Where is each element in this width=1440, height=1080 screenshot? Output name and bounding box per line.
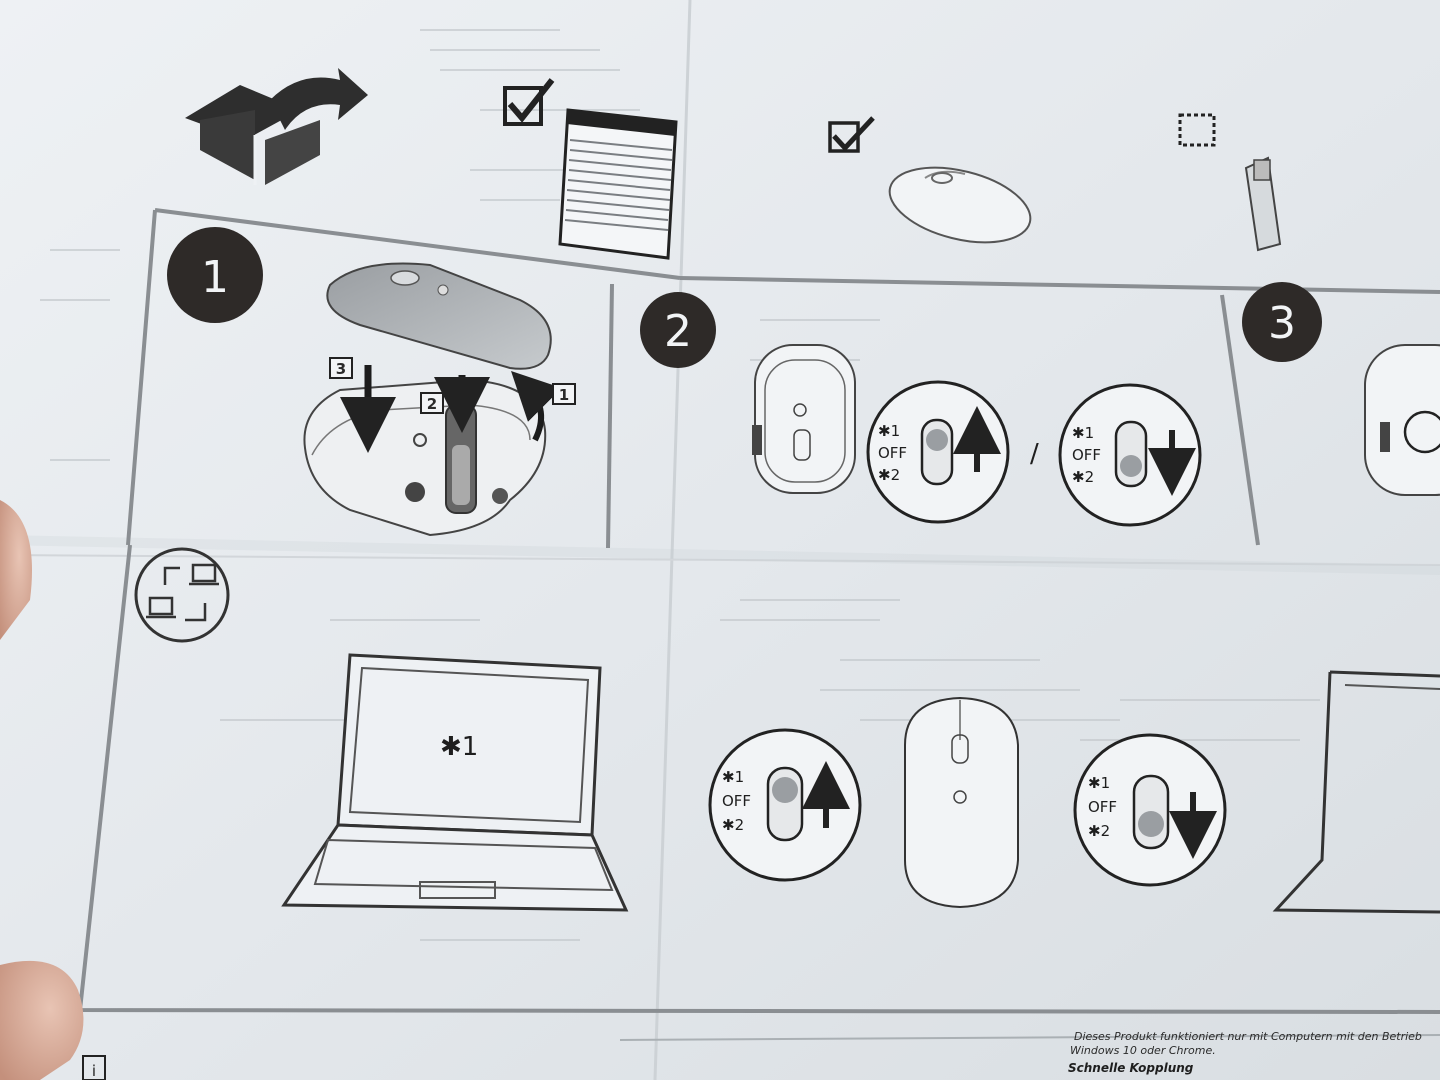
- thumb-bottom-left: [0, 960, 84, 1080]
- footer-line-2: Windows 10 oder Chrome.: [1070, 1044, 1216, 1057]
- step-1-badge: 1: [167, 227, 263, 323]
- bottom-switch-down-zoom: ✱1 OFF ✱2: [1073, 733, 1227, 887]
- step-2-number: 2: [664, 306, 692, 357]
- battery-step-3: 3: [336, 360, 346, 378]
- fold-line-horizontal: [0, 554, 1440, 566]
- bottom-switch-bt2: ✱2: [722, 816, 744, 834]
- bottom-switch-bt2-2: ✱2: [1088, 822, 1110, 840]
- mouse-top-illustration: [904, 696, 1019, 909]
- switch-computers-icon: [134, 547, 230, 643]
- unbox-icon: [185, 68, 368, 185]
- checked-box-icon: [503, 78, 555, 126]
- step-1-panel: [126, 208, 681, 549]
- mouse-contents-icon: [888, 166, 1032, 244]
- step-1-number: 1: [201, 252, 229, 303]
- info-icon: i: [92, 1062, 96, 1080]
- thumb-left: [0, 500, 32, 640]
- switch-divider: /: [1030, 439, 1039, 469]
- switch-bt2-label: ✱2: [878, 466, 900, 484]
- mouse-underside-illustration: [752, 344, 856, 494]
- switch-bt1-label-2: ✱1: [1072, 424, 1094, 442]
- laptop-illustration: ✱1: [281, 653, 629, 912]
- footer-line-1: Dieses Produkt funktioniert nur mit Comp…: [1074, 1030, 1422, 1043]
- switch-down-zoom: ✱1 OFF ✱2: [1058, 383, 1202, 527]
- battery-step-1: 1: [559, 386, 569, 404]
- manual-sheet-icon: [558, 108, 678, 260]
- step-3-badge: 3: [1242, 282, 1322, 362]
- laptop-partial-right: [1272, 670, 1440, 914]
- bottom-switch-off: OFF: [722, 792, 751, 810]
- switch-off-label-2: OFF: [1072, 446, 1101, 464]
- step-2-panel: [679, 276, 1440, 546]
- bottom-switch-bt1: ✱1: [722, 768, 744, 786]
- step-2-badge: 2: [640, 292, 716, 368]
- footer-divider: [619, 1034, 1440, 1041]
- checked-box-icon-2: [828, 116, 875, 153]
- bottom-switch-off-2: OFF: [1088, 798, 1117, 816]
- bottom-switch-up-zoom: ✱1 OFF ✱2: [708, 728, 862, 882]
- switch-bt2-label-2: ✱2: [1072, 468, 1094, 486]
- dotted-box-icon: [1178, 113, 1216, 147]
- footer-heading: Schnelle Kopplung: [1068, 1061, 1194, 1075]
- step-3-mouse-partial: [1364, 344, 1440, 496]
- step-3-number: 3: [1268, 298, 1296, 349]
- fold-line-vertical: [653, 0, 692, 1080]
- laptop-bluetooth-label: ✱1: [440, 732, 478, 762]
- dongle-icon: [1244, 156, 1282, 252]
- switch-up-zoom: ✱1 OFF ✱2: [866, 380, 1010, 524]
- info-icon-box: [82, 1055, 106, 1080]
- switch-bt1-label: ✱1: [878, 422, 900, 440]
- battery-step-2: 2: [427, 395, 437, 413]
- bottom-switch-bt1-2: ✱1: [1088, 774, 1110, 792]
- mouse-battery-illustration: 3 2 1: [303, 262, 576, 537]
- switch-off-label: OFF: [878, 444, 907, 462]
